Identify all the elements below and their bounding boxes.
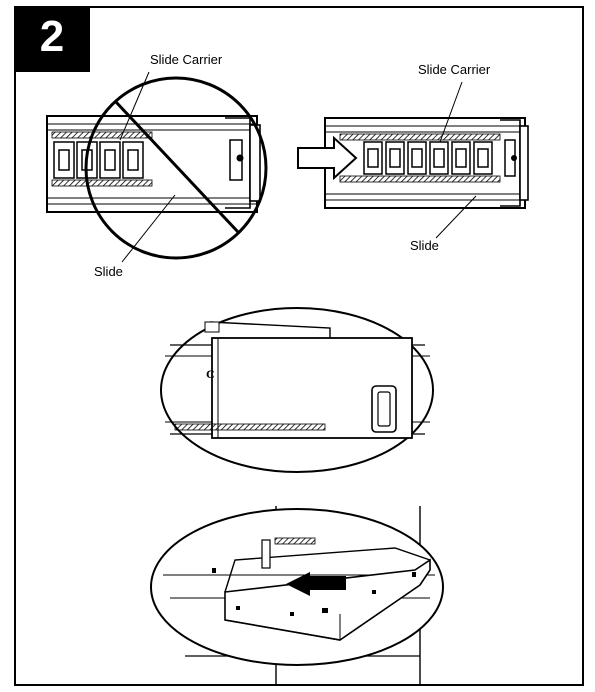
step-number-badge: 2 [14,6,90,72]
left-slide-carrier-label: Slide Carrier [150,52,223,67]
slide-closeup-drawing: C [160,307,434,473]
right-slide-label: Slide [410,238,439,253]
left-slide-label: Slide [94,264,123,279]
chassis-insertion-drawing [150,506,444,686]
incorrect-slide-drawing [46,71,268,263]
right-slide-carrier-label: Slide Carrier [418,62,491,77]
svg-text:C: C [206,367,215,381]
correct-slide-drawing [297,81,529,239]
